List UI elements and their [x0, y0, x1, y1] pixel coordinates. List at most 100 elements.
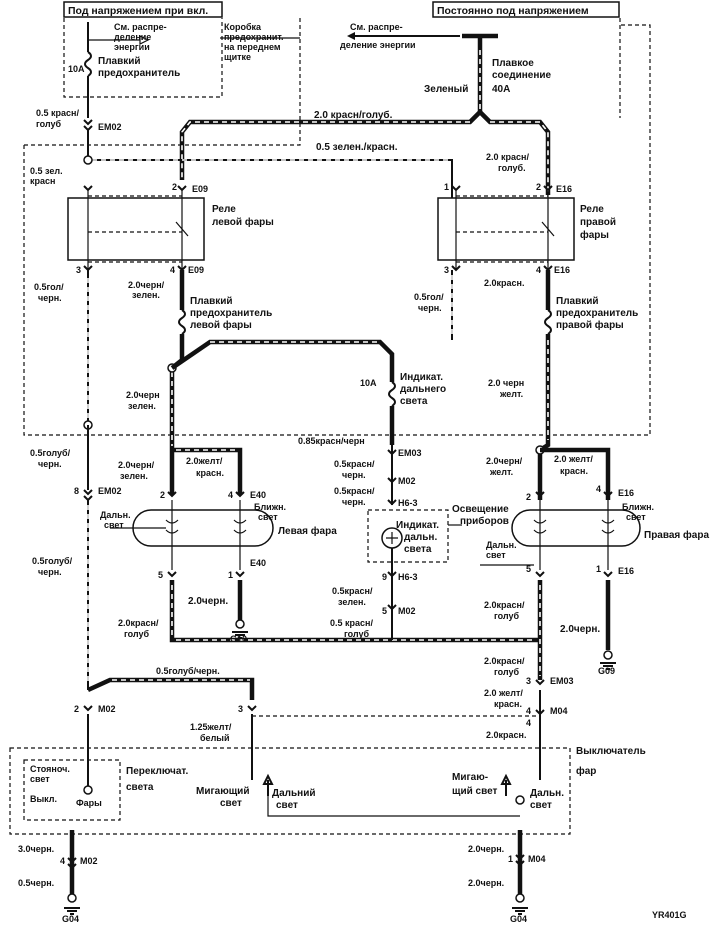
label-w-20-red-blue-r3: 2.0красн/ [484, 600, 525, 610]
header-right-box [432, 1, 620, 18]
label-pin-3-left: 3 [76, 265, 81, 275]
label-m04-b: M04 [528, 854, 546, 864]
label-pin-8: 8 [74, 486, 79, 496]
label-inst-light-2: приборов [460, 515, 509, 527]
label-w-05-red-blue-m2: голуб [344, 629, 370, 639]
wire-20-red-blue-stripe [181, 121, 470, 180]
label-w-20-black-green-m1: 2.0черн [126, 390, 160, 400]
connector-e16-top [535, 491, 613, 498]
ground-g09-point [603, 650, 613, 660]
label-headlamps: Фары [76, 798, 102, 808]
label-pin-4-left: 4 [170, 265, 175, 275]
label-high-beam-l1: Дальн. [100, 510, 131, 520]
label-inst-light-1: Освещение [452, 504, 509, 515]
label-e09-b: E09 [188, 265, 204, 275]
flash-left-terminal [262, 773, 274, 796]
label-w-30-black: 3.0черн. [18, 844, 54, 854]
switch-right-contact [515, 795, 525, 805]
label-w-20-black-green-h1: 2.0черн/ [118, 460, 155, 470]
label-figure-code: YR401G [652, 910, 687, 920]
label-pin-2-m02: 2 [74, 704, 79, 714]
label-high-beam-ind-2: дальнего [400, 384, 446, 395]
label-e16-c: E16 [618, 488, 634, 498]
label-e16-d: E16 [618, 566, 634, 576]
label-pin-4-hl-right: 4 [596, 484, 601, 494]
label-w-05-blue-black-m2: черн. [38, 459, 62, 469]
label-m04-a: M04 [550, 706, 568, 716]
label-fuse-box-4: щитке [224, 52, 251, 62]
label-w-20-black-green-h2: зелен. [120, 471, 148, 481]
label-pin-1-bottom: 1 [508, 854, 513, 864]
label-pin-2-hl-right: 2 [526, 492, 531, 502]
label-fuse-10a-mid: 10А [360, 378, 377, 388]
labels-top-right: См. распре- деление энергии Плавкое соед… [30, 22, 552, 186]
connector-mid-stack [387, 449, 397, 506]
label-fusible-link-3: 40А [492, 84, 510, 95]
label-em02-top: EM02 [98, 122, 122, 132]
label-w-20-yellow-red-r3: 2.0 желт/ [484, 688, 523, 698]
right-headlamp-coils [533, 519, 615, 534]
label-pin-4-right: 4 [536, 265, 541, 275]
label-w-05-blue-black-lh1: 0.5голуб/ [32, 556, 73, 566]
connector-m04-bottom [515, 854, 525, 867]
label-w-20-red-blue-r1: 2.0 красн/ [486, 152, 529, 162]
label-flash-r1: Мигаю- [452, 772, 488, 783]
label-w-20-red-blue-r2: голуб. [498, 163, 526, 173]
label-pin-1-right: 1 [444, 182, 449, 192]
connector-em02-top [83, 119, 93, 132]
label-pin-4-switch: 4 [526, 718, 531, 728]
label-relay-right-3: фары [580, 229, 609, 241]
relay-left-contact [175, 221, 189, 237]
label-w-05-blue-black-lh2: черн. [38, 567, 62, 577]
label-see-power-dist-right-2: деление энергии [340, 40, 416, 50]
label-fusible-link-1: Плавкое [492, 58, 534, 69]
ground-symbol-g10 [232, 631, 248, 639]
label-high-r1: Дальн. [530, 788, 564, 799]
label-w-05-black: 0.5черн. [18, 878, 54, 888]
label-w-05-red-black-3: 0.5красн/ [334, 486, 375, 496]
label-high-l1: Дальний [272, 788, 316, 799]
label-pin-1-hl-left: 1 [228, 570, 233, 580]
ground-symbol-g09 [600, 662, 616, 670]
label-switch-1: Выключатель [576, 746, 646, 757]
right-headlamp-body [511, 509, 641, 547]
label-e16-a: E16 [556, 184, 572, 194]
relay-left-pins-top [83, 185, 187, 192]
fuse-symbol-left [84, 51, 92, 77]
label-w-20-black-green-l1: 2.0черн/ [128, 280, 165, 290]
label-w-05-blue-black-r1: 0.5гол/ [414, 292, 444, 302]
label-w-05-green-red-l1: 0.5 зел. [30, 166, 63, 176]
label-w-05-red-blue: 0.5 красн/ [36, 108, 79, 118]
label-w-05-red-black-2: черн. [342, 470, 366, 480]
connector-mid-lower [387, 571, 397, 611]
label-fusible-fuse-1: Плавкий [98, 56, 141, 67]
label-w-05-blue-black-r2: черн. [418, 303, 442, 313]
indicator-box-outline [367, 509, 449, 563]
label-off: Выкл. [30, 794, 57, 804]
labels-right-headlamp: 2.0черн/ желт. 2.0 желт/ красн. 2 4 E16 … [484, 454, 709, 716]
relay-left-leads [87, 190, 183, 270]
ground-g04-left [67, 893, 77, 903]
left-headlamp-filaments [171, 500, 241, 570]
label-w-20-red-blue-r6: голуб [494, 667, 520, 677]
label-w-20-yellow-red-r2: красн. [560, 466, 588, 476]
label-w-05-red-green-2: зелен. [338, 597, 366, 607]
junction-splice-top [83, 155, 93, 165]
light-switch-outline [23, 759, 121, 821]
label-fuse-box-2: предохранит. [224, 32, 284, 42]
label-high-l2: свет [276, 800, 298, 811]
label-w-20-black-b2: 2.0черн. [468, 878, 504, 888]
label-left-hl-fuse-1: Плавкий [190, 296, 233, 307]
label-g09: G09 [598, 666, 615, 676]
label-fuse-box-1: Коробка [224, 22, 262, 32]
label-pin-3-em03: 3 [526, 676, 531, 686]
label-see-power-dist-left-3: энергии [114, 42, 150, 52]
label-w-05-red-blue-2: голуб [36, 119, 62, 129]
label-pin-5-hl-left: 5 [158, 570, 163, 580]
label-flash-l1: Мигающий [196, 786, 249, 797]
label-w-20-red: 2.0красн. [484, 278, 524, 288]
label-em03-a: EM03 [398, 448, 422, 458]
label-w-125-yellow-white-1: 1.25желт/ [190, 722, 232, 732]
header-left-box [63, 1, 223, 18]
label-pin-4-hl-left: 4 [228, 490, 233, 500]
